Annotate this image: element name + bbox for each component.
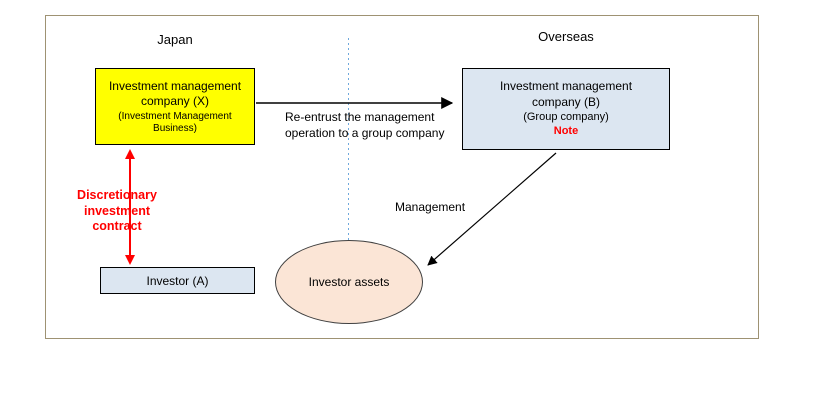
investor-assets-label: Investor assets bbox=[308, 275, 390, 289]
company-b-subtitle: (Group company) bbox=[523, 111, 609, 124]
discretionary-contract-label: Discretionary investment contract bbox=[77, 188, 157, 234]
region-label-overseas: Overseas bbox=[538, 29, 594, 44]
company-b-box: Investment management company (B) (Group… bbox=[462, 68, 670, 150]
re-entrust-label: Re-entrust the management operation to a… bbox=[285, 110, 445, 140]
company-b-note: Note bbox=[553, 125, 579, 138]
company-b-name: Investment management company (B) bbox=[499, 79, 633, 109]
company-x-box: Investment management company (X) (Inves… bbox=[95, 68, 255, 145]
region-label-japan: Japan bbox=[157, 32, 193, 47]
company-x-name: Investment management company (X) bbox=[108, 78, 242, 108]
investor-box: Investor (A) bbox=[100, 267, 255, 294]
management-label: Management bbox=[395, 200, 466, 214]
company-x-subtitle: (Investment Management Business) bbox=[118, 110, 232, 134]
investor-assets-ellipse: Investor assets bbox=[275, 240, 423, 324]
